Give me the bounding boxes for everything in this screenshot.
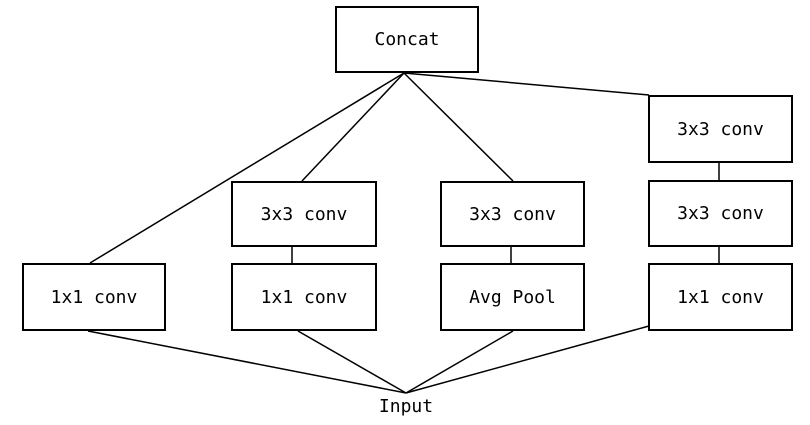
edge-concat-branch4: [403, 72, 650, 96]
branch4-layer2-node: 3x3 conv: [648, 180, 793, 247]
branch3-layer1-node: 3x3 conv: [440, 181, 585, 247]
edge-branch3-input: [405, 330, 514, 394]
edge-branch2-input: [297, 330, 407, 394]
edge-branch1-input: [87, 330, 407, 394]
concat-node: Concat: [335, 6, 479, 73]
branch2-layer1-node: 3x3 conv: [231, 181, 377, 247]
branch2-layer2-node: 1x1 conv: [231, 263, 377, 331]
branch4-layer3-node: 1x1 conv: [648, 263, 793, 331]
branch1-layer1-node: 1x1 conv: [22, 263, 166, 331]
edge-concat-branch1: [89, 72, 405, 264]
edge-branch4-input: [405, 325, 650, 394]
edge-concat-branch3: [403, 72, 514, 182]
branch3-layer2-node: Avg Pool: [440, 263, 585, 331]
branch4-layer1-node: 3x3 conv: [648, 95, 793, 163]
edge-concat-branch2: [301, 72, 405, 182]
input-label: Input: [378, 396, 434, 417]
